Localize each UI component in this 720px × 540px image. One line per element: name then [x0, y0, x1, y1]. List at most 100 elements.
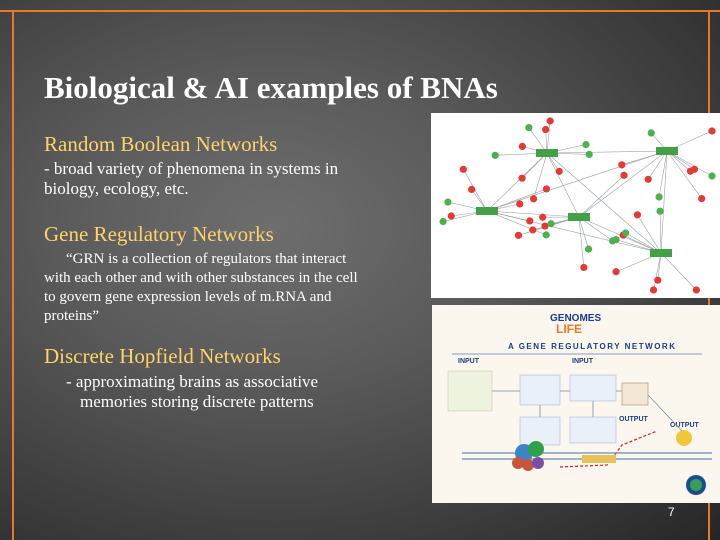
network-edge [486, 150, 668, 212]
description-line: with each other and with other substance… [44, 270, 358, 286]
network-edge [486, 210, 662, 254]
network-node [686, 167, 695, 175]
network-node [582, 140, 590, 149]
network-node [541, 222, 549, 230]
description-line: to govern gene expression levels of m.RN… [44, 289, 332, 305]
network-edge [546, 152, 580, 218]
slide-title: Biological & AI examples of BNAs [44, 70, 498, 105]
network-node [542, 185, 551, 193]
network-node [447, 212, 455, 220]
network-node [633, 211, 642, 219]
network-node [547, 220, 555, 228]
network-node [647, 129, 655, 137]
network-node [529, 195, 538, 203]
network-node [439, 217, 447, 226]
network-node [692, 286, 700, 294]
network-edge [533, 152, 548, 199]
network-edge [659, 211, 662, 254]
network-edge [658, 150, 668, 198]
network-node [620, 171, 628, 179]
network-node [698, 194, 706, 203]
network-node [516, 200, 524, 208]
description-line: memories storing discrete patterns [80, 392, 314, 411]
network-edge [666, 150, 702, 199]
network-node [618, 161, 626, 169]
network-edge [528, 127, 548, 154]
grn-input-label: INPUT [458, 358, 480, 365]
gene-regulatory-network-diagram: GENOMES LIFE A GENE REGULATORY NETWORK I… [432, 305, 720, 503]
network-node [518, 142, 526, 151]
section-heading: Random Boolean Networks [44, 132, 278, 156]
grn-illustration: GENOMES LIFE A GENE REGULATORY NETWORK I… [432, 305, 720, 503]
network-edge [578, 150, 668, 218]
network-edge [578, 216, 585, 268]
network-node [514, 231, 523, 239]
description-line: proteins” [44, 308, 99, 324]
network-graph-illustration [439, 117, 716, 294]
section-description: - broad variety of phenomena in systems … [44, 159, 424, 199]
network-node [459, 165, 467, 173]
grn-input-label: INPUT [572, 358, 594, 365]
network-hub-node [568, 213, 590, 221]
network-node [584, 245, 593, 253]
network-node [585, 150, 593, 158]
left-border [12, 10, 14, 540]
network-node [609, 237, 617, 245]
section-description: - approximating brains as associative me… [44, 372, 424, 412]
network-node [655, 193, 663, 201]
network-node [644, 175, 652, 183]
network-node [656, 207, 664, 215]
network-node [649, 286, 658, 294]
network-node [622, 229, 630, 237]
description-line: - broad variety of phenomena in systems … [44, 159, 339, 178]
network-node [444, 198, 452, 206]
network-node [555, 167, 563, 175]
section-heading: Gene Regulatory Networks [44, 222, 274, 246]
network-node [654, 276, 662, 284]
network-node [542, 125, 550, 134]
page-number: 7 [668, 505, 675, 519]
description-line: biology, ecology, etc. [44, 179, 189, 198]
network-hub-node [536, 149, 558, 157]
network-edge [653, 252, 662, 291]
grn-logo-top: GENOMES [550, 313, 601, 324]
grn-banner: A GENE REGULATORY NETWORK [508, 342, 676, 351]
network-hub-node [656, 147, 678, 155]
network-edge [660, 252, 697, 291]
description-line: - approximating brains as associative [66, 372, 319, 391]
network-edge [546, 150, 668, 154]
grn-output-label: OUTPUT [670, 422, 700, 429]
grn-logo-bottom: LIFE [556, 322, 582, 336]
network-node [546, 117, 554, 125]
network-node [468, 185, 476, 194]
network-node [542, 231, 550, 239]
network-node [580, 263, 588, 272]
network-edge [546, 152, 662, 254]
network-edge [666, 150, 713, 177]
network-node [708, 172, 716, 180]
network-node [708, 127, 716, 135]
section-random-boolean-networks: Random Boolean Networks - broad variety … [44, 132, 424, 199]
network-edge [486, 152, 548, 212]
network-edge [486, 210, 580, 218]
network-edge [637, 214, 662, 254]
network-edge [546, 120, 551, 154]
network-node [526, 217, 534, 225]
section-description: “GRN is a collection of regulators that … [44, 250, 429, 326]
description-line: “GRN is a collection of regulators that … [66, 251, 347, 267]
network-node [529, 226, 537, 234]
network-edge [647, 150, 668, 180]
network-hub-node [476, 207, 498, 215]
network-edge [657, 252, 662, 281]
section-discrete-hopfield-networks: Discrete Hopfield Networks - approximati… [44, 344, 424, 412]
network-hub-node [650, 249, 672, 257]
grn-output-label: OUTPUT [619, 416, 649, 423]
network-edge [660, 150, 668, 254]
network-edge [578, 216, 589, 250]
random-network-graph-image [431, 113, 720, 298]
top-border [0, 10, 720, 12]
network-node [491, 151, 499, 159]
section-gene-regulatory-networks: Gene Regulatory Networks “GRN is a colle… [44, 222, 429, 326]
network-edge [578, 175, 625, 218]
